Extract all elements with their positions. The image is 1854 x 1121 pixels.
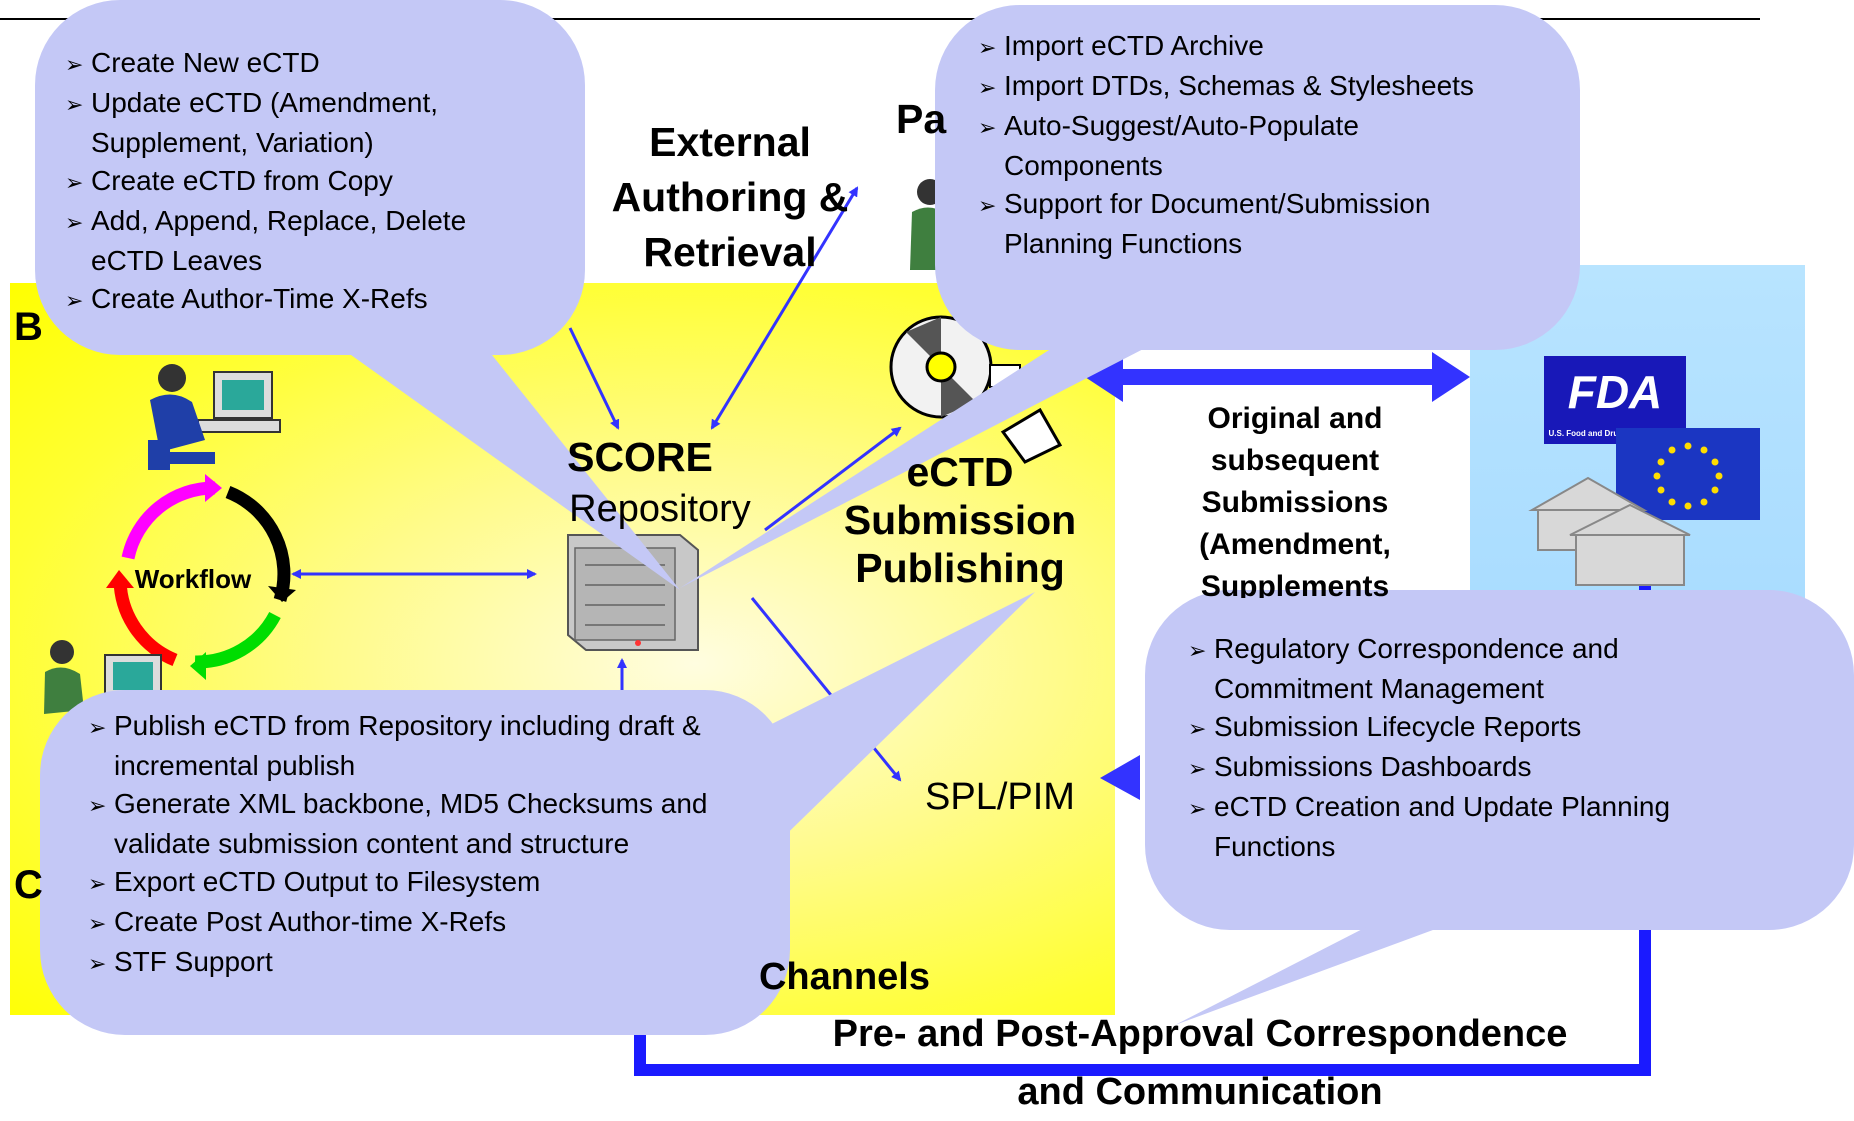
label-line: eCTD	[906, 449, 1014, 495]
label-line: External	[649, 119, 811, 165]
arrow-repo-ectd	[764, 426, 902, 532]
label-line: Supplements	[1200, 570, 1390, 598]
submission-double-arrow	[1085, 352, 1470, 402]
regulatory-callout: Regulatory Correspondence and Commitment…	[1188, 630, 1708, 866]
eu-flag-icon	[1616, 428, 1760, 520]
callout-item: Import eCTD Archive	[978, 27, 1508, 67]
spl-pim-label: SPL/PIM	[925, 776, 1075, 818]
callout-item: Auto-Suggest/Auto-Populate Components	[978, 107, 1508, 185]
svg-text:U.S. Food and Drug Administrat: U.S. Food and Drug Administration	[1548, 429, 1681, 438]
label-line: Authoring &	[611, 174, 849, 220]
callout-item: Create eCTD from Copy	[65, 162, 525, 202]
top-rule	[0, 18, 1760, 20]
left-letter-c: C	[14, 863, 43, 907]
label-line: subsequent	[1210, 444, 1380, 477]
workflow-label: Workflow	[134, 564, 252, 594]
arrow-repo-spl	[750, 597, 902, 782]
original-submissions-label: Original and subsequent Submissions (Ame…	[1175, 398, 1415, 598]
government-building-icon	[1528, 476, 1691, 586]
workflow-cycle	[113, 481, 291, 669]
label-line: Pre- and Post-Approval Correspondence	[832, 1013, 1568, 1055]
callout-item: Update eCTD (Amendment, Supplement, Vari…	[65, 84, 525, 162]
arrow-external-repo	[710, 186, 859, 430]
callout-item: STF Support	[88, 943, 748, 983]
callout-item: Regulatory Correspondence and Commitment…	[1188, 630, 1708, 708]
person-at-computer-icon	[148, 364, 281, 470]
callout-item: Import DTDs, Schemas & Stylesheets	[978, 67, 1508, 107]
callout-item: Create Author-Time X-Refs	[65, 280, 525, 320]
score-label: SCORE	[567, 434, 713, 480]
label-line: Submissions	[1201, 486, 1389, 519]
callout-item: Create Post Author-time X-Refs	[88, 903, 748, 943]
callout-item: Submission Lifecycle Reports	[1188, 708, 1708, 748]
left-letter-b: B	[14, 305, 43, 349]
cd-disc-icon	[889, 315, 993, 419]
callout-item: Add, Append, Replace, Delete eCTD Leaves	[65, 202, 525, 280]
label-line: Original and	[1207, 402, 1383, 435]
label-line: (Amendment,	[1199, 528, 1391, 561]
callout-item: eCTD Creation and Update Planning Functi…	[1188, 788, 1708, 866]
spl-arrow-head	[1100, 755, 1140, 800]
channels-label: Channels	[700, 950, 930, 1004]
callout-item: Create New eCTD	[65, 44, 525, 84]
callout-item: Submissions Dashboards	[1188, 748, 1708, 788]
callout-item: Generate XML backbone, MD5 Checksums and…	[88, 785, 748, 863]
callout-item: Publish eCTD from Repository including d…	[88, 707, 748, 785]
external-authoring-label: External Authoring & Retrieval	[590, 115, 870, 280]
label-line: and Communication	[1017, 1071, 1383, 1113]
label-line: Retrieval	[643, 229, 817, 275]
partial-label: Pa	[896, 96, 947, 142]
label-line: Publishing	[855, 545, 1065, 591]
publish-callout: Publish eCTD from Repository including d…	[88, 707, 748, 983]
svg-text:FDA: FDA	[1568, 366, 1663, 418]
repository-label: Repository	[569, 488, 751, 530]
channels-text: Channels	[758, 956, 930, 998]
import-callout: Import eCTD Archive Import DTDs, Schemas…	[978, 27, 1508, 263]
arrow-callout-repo	[568, 327, 620, 430]
callout-item: Export eCTD Output to Filesystem	[88, 863, 748, 903]
ectd-publishing-label: eCTD Submission Publishing	[840, 448, 1080, 592]
label-line: Submission	[843, 497, 1077, 543]
authoring-callout: Create New eCTD Update eCTD (Amendment, …	[65, 44, 525, 320]
callout-item: Support for Document/Submission Planning…	[978, 185, 1508, 263]
correspondence-label: Pre- and Post-Approval Correspondence an…	[780, 1005, 1620, 1121]
